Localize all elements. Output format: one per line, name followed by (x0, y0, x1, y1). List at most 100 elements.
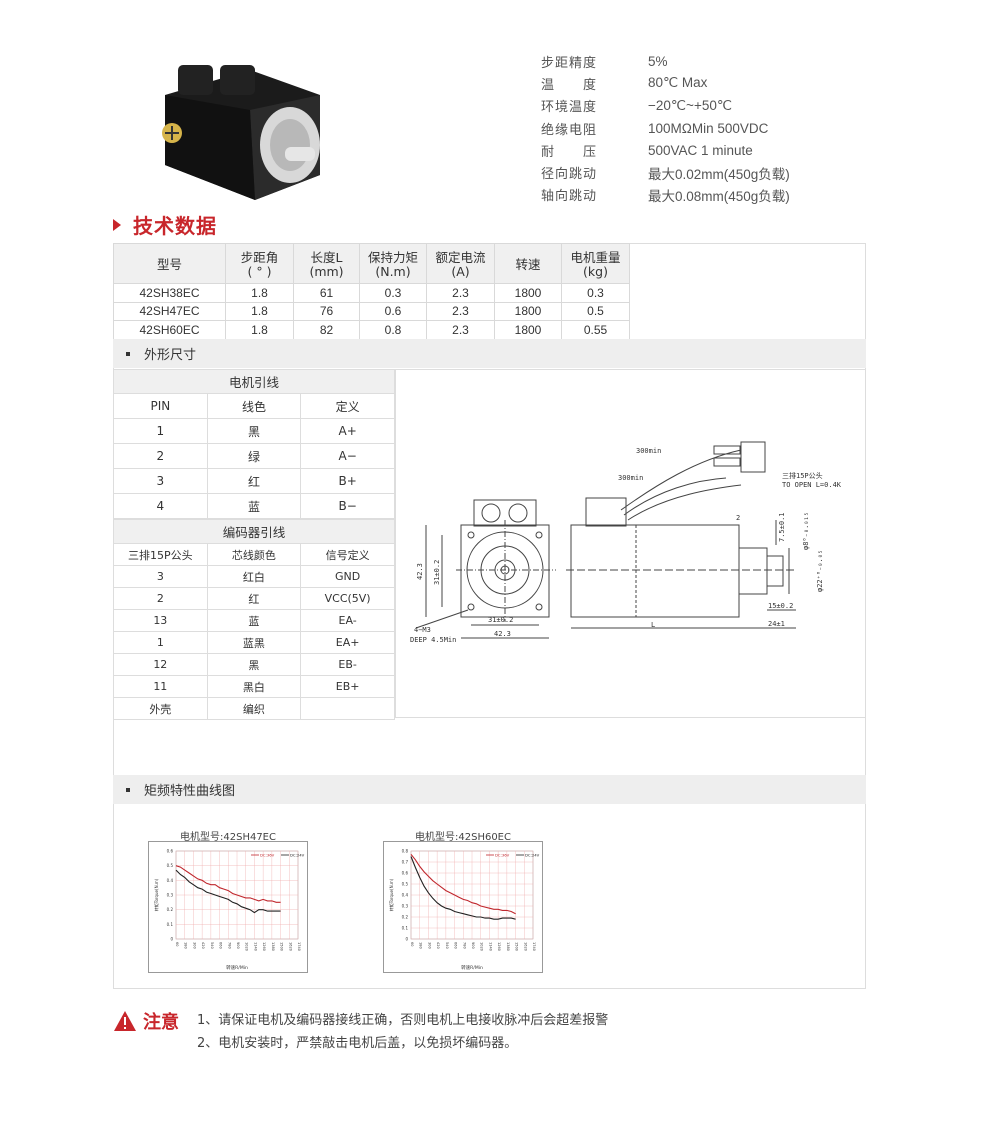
section-title-tech-data: 技术数据 (113, 210, 217, 239)
spec-value: 5% (648, 53, 668, 69)
header-line: 保持力矩 (367, 249, 418, 265)
wiring-cell: B+ (300, 468, 395, 494)
wiring-cell: 2 (113, 443, 208, 469)
y-tick-label: 0.7 (402, 860, 409, 865)
header-line: 电机重量 (570, 249, 621, 265)
legend-label: DC:36V (260, 853, 275, 858)
wiring-header-cell: PIN (113, 393, 208, 419)
header-unit: (A) (451, 263, 470, 279)
wiring-cell: 2 (113, 587, 208, 610)
dim-h2: 15±0.2 (768, 602, 793, 610)
wiring-cell: 蓝 (206, 493, 302, 519)
header-line: 额定电流 (435, 249, 486, 265)
table-cell: 2.3 (426, 320, 495, 340)
x-tick-label: 420 (436, 942, 440, 949)
cable-length-2: 300min (618, 474, 643, 482)
spec-key: 径向跳动 (541, 167, 598, 183)
table-cell: 82 (293, 320, 360, 340)
cable-length-1: 300min (636, 447, 661, 455)
wiring-header-cell: 三排15P公头 (113, 543, 208, 566)
wiring-header-cell: 定义 (300, 393, 395, 419)
y-tick-label: 0 (170, 937, 173, 942)
depth-label: DEEP 4.5Min (410, 636, 456, 644)
series-line-1 (410, 856, 516, 920)
x-tick-label: 1260 (262, 942, 266, 951)
y-tick-label: 0.6 (402, 871, 409, 876)
header-line: 型号 (156, 256, 182, 272)
x-tick-label: 1380 (506, 942, 510, 951)
x-tick-label: 1140 (488, 942, 492, 951)
y-axis-label: 转矩Torque(N.m) (153, 878, 159, 911)
wiring-cell: 1 (113, 418, 208, 444)
spec-key: 温 度 (541, 77, 598, 93)
y-tick-label: 0.2 (402, 915, 409, 920)
x-tick-label: 300 (427, 942, 431, 949)
dimensions-bar: 外形尺寸 (113, 339, 866, 368)
table-cell: 1.8 (225, 320, 294, 340)
table-cell: 42SH60EC (113, 320, 226, 340)
wiring-cell: EA- (300, 609, 395, 632)
table-header-cell: 电机重量(kg) (561, 243, 630, 284)
wiring-cell: 外壳 (113, 697, 208, 720)
y-tick-label: 0.4 (402, 893, 409, 898)
curves-bar: 矩频特性曲线图 (113, 775, 866, 804)
spec-key: 耐 压 (541, 144, 598, 160)
table-cell: 0.8 (359, 320, 427, 340)
spec-key: 环境温度 (541, 100, 598, 116)
dimensions-bar-label: 外形尺寸 (144, 348, 197, 363)
wiring-header-cell: 信号定义 (300, 543, 395, 566)
dim-shaft: φ8⁰₋₀.₀₁₅ (802, 512, 810, 550)
note-line-1: 1、请保证电机及编码器接线正确，否则电机上电接收脉冲后会超差报警 (197, 1013, 609, 1028)
wiring-row: 外壳编织 (113, 697, 395, 720)
section-title-text: 技术数据 (133, 214, 217, 238)
table-cell: 42SH47EC (113, 301, 226, 321)
wiring-cell: 3 (113, 565, 208, 588)
legend-label: DC:24V (525, 853, 540, 858)
spec-row: 绝缘电阻 100MΩMin 500VDC (541, 117, 790, 139)
dim-v2: 42.3 (416, 563, 424, 580)
table-cell: 1800 (494, 320, 562, 340)
y-tick-label: 0.5 (167, 863, 174, 868)
table-cell: 0.5 (561, 301, 630, 321)
x-tick-label: 780 (227, 942, 231, 949)
wiring-cell: EA+ (300, 631, 395, 654)
square-bullet-icon (126, 351, 130, 356)
note-label: 注意 (143, 1012, 179, 1033)
x-tick-label: 900 (236, 942, 240, 949)
x-tick-label: 1140 (253, 942, 257, 951)
x-tick-label: 1740 (532, 942, 536, 951)
front-view (415, 499, 556, 639)
x-tick-label: 180 (184, 942, 188, 949)
spec-value: 100MΩMin 500VDC (648, 120, 769, 136)
square-bullet-icon (126, 787, 130, 792)
servo-motor-image (150, 55, 330, 200)
warning-icon (114, 1011, 136, 1031)
wiring-cell: A− (300, 443, 395, 469)
wiring-cell: EB- (300, 653, 395, 676)
wiring-cell: A+ (300, 418, 395, 444)
x-tick-label: 660 (454, 942, 458, 949)
motor-wiring-title: 电机引线 (113, 369, 395, 393)
wiring-cell: 编织 (206, 697, 302, 720)
table-cell: 76 (293, 301, 360, 321)
x-tick-label: 540 (445, 942, 449, 949)
spec-key: 绝缘电阻 (541, 122, 598, 138)
wiring-cell: B− (300, 493, 395, 519)
dim-w1: 31±0.2 (488, 616, 513, 624)
x-tick-label: 900 (471, 942, 475, 949)
dim-boss: φ22⁺⁰₋₀.₀₅ (816, 550, 824, 592)
x-tick-label: 1380 (271, 942, 275, 951)
wiring-cell: 绿 (206, 443, 302, 469)
